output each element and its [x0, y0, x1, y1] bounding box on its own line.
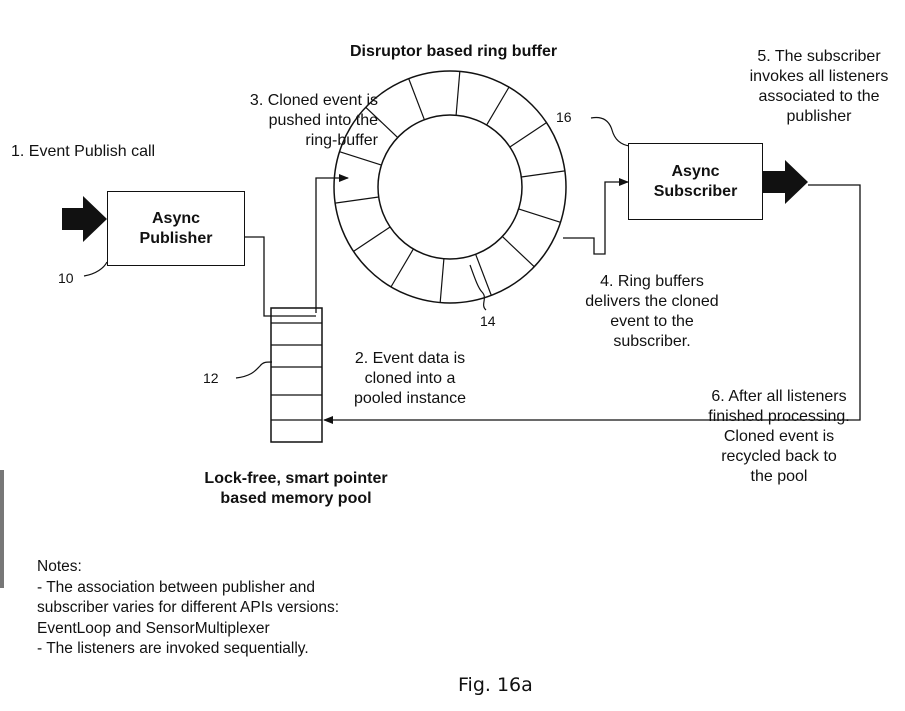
- ring-slot-divider: [521, 170, 565, 178]
- pool-title-line-1: Lock-free, smart pointer: [204, 470, 388, 487]
- ring-slot-divider: [335, 196, 379, 204]
- ref-14-leader: [469, 264, 487, 311]
- ring-buffer: [333, 70, 567, 304]
- ref-14: 14: [480, 313, 496, 329]
- publisher-label-line-2: Publisher: [139, 229, 213, 247]
- recycle-to-pool-line: [323, 184, 861, 424]
- memory-pool-title: Lock-free, smart pointer based memory po…: [176, 469, 416, 509]
- step-4-line-2: delivers the cloned: [585, 293, 719, 310]
- ring-to-subscriber-line: [563, 178, 629, 255]
- ring-slots: [335, 71, 565, 303]
- ring-slot-divider: [501, 236, 535, 268]
- ring-slot-divider: [455, 71, 461, 116]
- step-2-line-1: 2. Event data is: [354, 350, 466, 367]
- ref-10: 10: [58, 270, 74, 286]
- subscriber-label-line-1: Async: [671, 162, 720, 180]
- ref-16: 16: [556, 109, 572, 125]
- step-5-line-1: 5. The subscriber: [757, 48, 881, 65]
- notes-line-1: - The association between publisher and: [37, 578, 316, 596]
- ref-16-leader: [590, 116, 631, 147]
- publish-call-arrow: [62, 196, 107, 242]
- ring-buffer-title: Disruptor based ring buffer: [350, 43, 558, 60]
- ring-inner: [377, 114, 523, 260]
- pool-to-ring-line: [315, 174, 349, 313]
- step-3-line-2: pushed into the: [268, 112, 378, 129]
- step-6-line-3: Cloned event is: [723, 428, 835, 445]
- step-4-line-3: event to the: [610, 313, 694, 330]
- step-5-line-2: invokes all listeners: [749, 68, 889, 85]
- step-5-line-4: publisher: [786, 108, 852, 125]
- step-4-label: 4. Ring buffers delivers the cloned even…: [568, 272, 736, 352]
- notes-block: Notes: - The association between publish…: [37, 557, 339, 660]
- ring-slot-divider: [390, 248, 414, 288]
- notes-line-4: - The listeners are invoked sequentially…: [37, 640, 309, 657]
- ref-12: 12: [203, 370, 219, 386]
- step-1-label: 1. Event Publish call: [11, 143, 156, 160]
- step-5-line-3: associated to the: [758, 88, 880, 105]
- ring-slot-divider: [486, 86, 510, 126]
- memory-pool: [270, 307, 323, 443]
- step-2-label: 2. Event data is cloned into a pooled in…: [345, 349, 475, 409]
- ring-slot-divider: [439, 258, 445, 303]
- step-2-line-2: cloned into a: [364, 370, 456, 387]
- step-6-line-1: 6. After all listeners: [711, 388, 847, 405]
- step-3-line-1: 3. Cloned event is: [249, 92, 378, 109]
- ring-slot-divider: [509, 122, 547, 148]
- step-6-line-5: the pool: [750, 468, 808, 485]
- left-edge-tab: [0, 470, 4, 588]
- subscriber-label-line-2: Subscriber: [653, 182, 738, 200]
- step-4-line-1: 4. Ring buffers: [600, 273, 704, 290]
- step-2-line-3: pooled instance: [353, 390, 467, 407]
- ref-12-leader: [235, 361, 273, 379]
- step-4-line-4: subscriber.: [613, 333, 691, 350]
- ring-slot-divider: [475, 254, 492, 296]
- step-6-line-4: recycled back to: [721, 448, 837, 465]
- ring-slot-divider: [339, 151, 382, 166]
- ref-10-leader: [83, 261, 108, 277]
- step-3-line-3: ring-buffer: [305, 132, 378, 149]
- notes-line-3: EventLoop and SensorMultiplexer: [37, 619, 270, 637]
- publisher-to-pool-line: [245, 236, 316, 317]
- ring-slot-divider: [518, 208, 561, 223]
- step-3-label: 3. Cloned event is pushed into the ring-…: [232, 91, 378, 151]
- figure-caption: Fig. 16a: [458, 674, 533, 696]
- step-5-label: 5. The subscriber invokes all listeners …: [736, 47, 902, 127]
- pool-title-line-2: based memory pool: [220, 490, 372, 507]
- step-6-line-2: finished processing.: [708, 408, 850, 425]
- ring-slot-divider: [365, 106, 399, 138]
- ring-slot-divider: [353, 226, 391, 252]
- step-6-label: 6. After all listeners finished processi…: [690, 387, 868, 487]
- ring-slot-divider: [408, 78, 425, 120]
- ring-outer: [333, 70, 567, 304]
- notes-line-2: subscriber varies for different APIs ver…: [37, 599, 340, 616]
- notes-heading: Notes:: [37, 558, 82, 575]
- async-publisher-box: Async Publisher: [107, 191, 245, 266]
- subscriber-output-arrow: [763, 160, 808, 204]
- async-subscriber-box: Async Subscriber: [628, 143, 763, 220]
- publisher-label-line-1: Async: [151, 209, 201, 227]
